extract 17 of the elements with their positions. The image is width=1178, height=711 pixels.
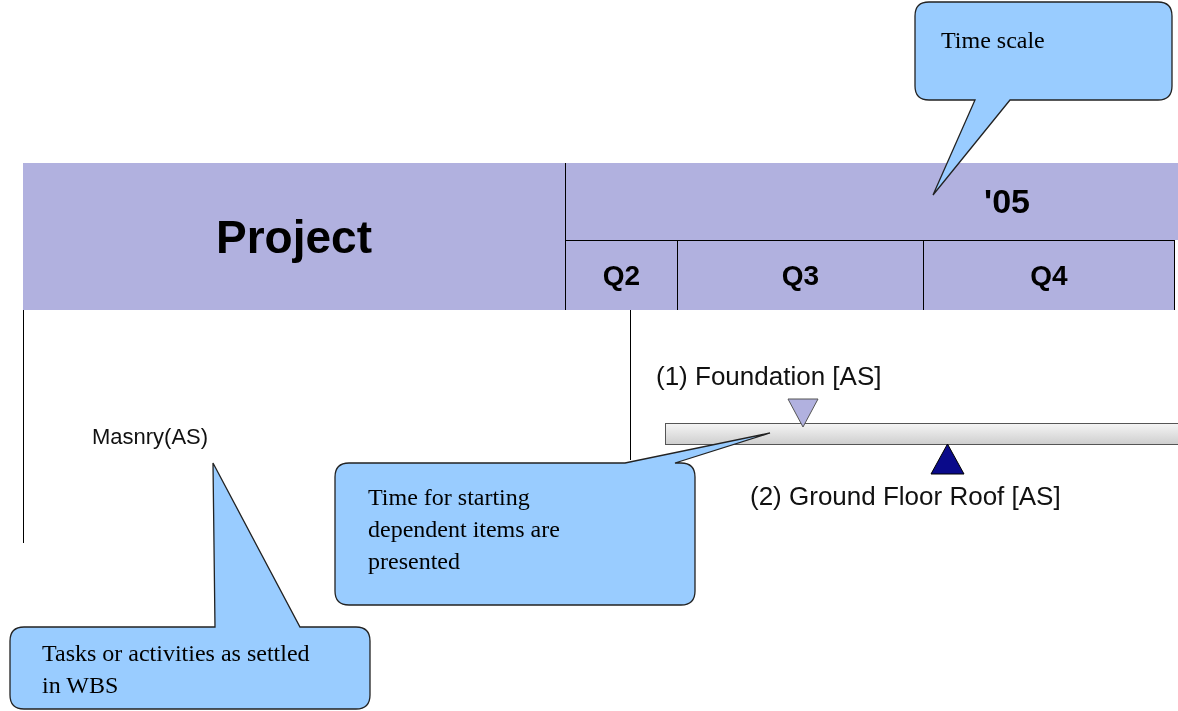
header-cell: [677, 240, 923, 310]
milestone-label: (2) Ground Floor Roof [AS]: [750, 481, 1061, 512]
callout-text: Time scale: [941, 26, 1046, 55]
header-cell: [565, 163, 1178, 240]
header-text: Q2: [602, 259, 641, 292]
header-cell: [565, 240, 677, 310]
task-name: Masnry(AS): [92, 424, 209, 450]
header-text: '05: [984, 182, 1030, 221]
header-text: Q3: [781, 259, 820, 292]
header-text: Project: [216, 209, 372, 264]
milestone-label: (1) Foundation [AS]: [656, 361, 882, 392]
callout-text: Time for starting dependent items are presented: [368, 483, 561, 576]
timeline-bar: [665, 423, 1178, 445]
header-text: Q4: [1030, 259, 1068, 292]
callout-text: Tasks or activities as settled in WBS: [42, 639, 311, 700]
header-cell: [923, 240, 1175, 310]
header-cell: [23, 163, 565, 310]
